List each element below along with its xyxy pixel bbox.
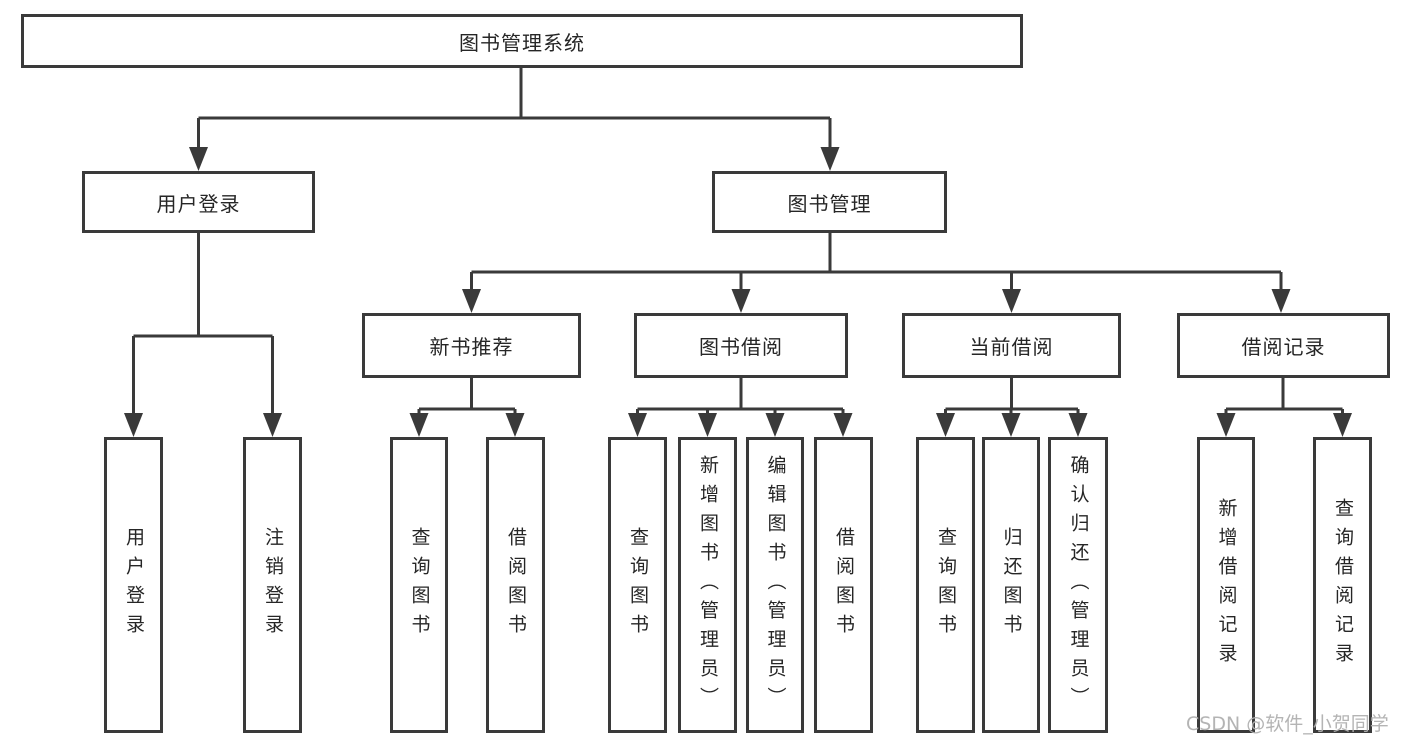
leaf-query-books-borrowing: 查询图书 [608, 437, 667, 733]
arrowhead [833, 413, 853, 437]
leaf-add-borrow-record: 新增借阅记录 [1197, 437, 1255, 733]
node-user-login: 用户登录 [82, 171, 315, 233]
arrowhead [409, 413, 429, 437]
node-current-borrowing: 当前借阅 [902, 313, 1121, 378]
leaf-add-borrow-record-label: 新增借阅记录 [1215, 498, 1238, 672]
leaf-confirm-return-admin: 确认归还（管理员） [1048, 437, 1108, 733]
leaf-edit-books-admin-label: 编辑图书（管理员） [764, 454, 787, 716]
node-new-book-recommend: 新书推荐 [362, 313, 581, 378]
arrowhead [1333, 413, 1352, 437]
arrowhead [124, 413, 143, 437]
leaf-logout: 注销登录 [243, 437, 302, 733]
node-borrowing-records-label: 借阅记录 [1241, 335, 1326, 359]
arrowhead [698, 413, 717, 437]
node-current-borrowing-label: 当前借阅 [969, 335, 1054, 359]
arrowhead [1002, 289, 1021, 313]
leaf-user-login-label: 用户登录 [122, 527, 145, 643]
node-new-book-recommend-label: 新书推荐 [429, 335, 514, 359]
leaf-borrow-books-recommend-label: 借阅图书 [504, 527, 527, 643]
leaf-confirm-return-admin-label: 确认归还（管理员） [1067, 454, 1090, 716]
arrowhead [765, 413, 785, 437]
node-book-management-label: 图书管理 [787, 191, 872, 216]
leaf-borrow-books-label: 借阅图书 [832, 527, 855, 643]
node-root-label: 图书管理系统 [459, 30, 585, 55]
node-book-borrowing-label: 图书借阅 [699, 335, 783, 359]
leaf-edit-books-admin: 编辑图书（管理员） [746, 437, 804, 733]
node-book-borrowing: 图书借阅 [634, 313, 848, 378]
arrowhead [189, 147, 208, 171]
leaf-query-borrow-record: 查询借阅记录 [1313, 437, 1372, 733]
leaf-query-books-recommend: 查询图书 [390, 437, 448, 733]
arrowhead [1216, 413, 1236, 437]
leaf-query-books-borrowing-label: 查询图书 [626, 527, 649, 643]
arrowhead [1001, 413, 1021, 437]
leaf-query-borrow-record-label: 查询借阅记录 [1331, 498, 1354, 672]
arrowhead [1068, 413, 1088, 437]
leaf-borrow-books: 借阅图书 [814, 437, 873, 733]
leaf-return-books-label: 归还图书 [1000, 527, 1023, 643]
arrowhead [1271, 289, 1291, 313]
leaf-query-books-recommend-label: 查询图书 [408, 527, 431, 643]
leaf-add-books-admin: 新增图书（管理员） [678, 437, 737, 733]
leaf-query-books-current-label: 查询图书 [934, 527, 957, 643]
arrowhead [462, 289, 481, 313]
leaf-user-login: 用户登录 [104, 437, 163, 733]
arrowhead [936, 413, 955, 437]
leaf-return-books: 归还图书 [982, 437, 1040, 733]
arrowhead [731, 289, 751, 313]
csdn-watermark: CSDN @软件_小贺同学 [1186, 713, 1389, 735]
arrowhead [263, 413, 282, 437]
node-root: 图书管理系统 [21, 14, 1023, 68]
arrowhead [505, 413, 525, 437]
leaf-query-books-current: 查询图书 [916, 437, 975, 733]
leaf-logout-label: 注销登录 [261, 527, 284, 643]
node-user-login-label: 用户登录 [156, 191, 241, 216]
node-book-management: 图书管理 [712, 171, 947, 233]
node-borrowing-records: 借阅记录 [1177, 313, 1390, 378]
leaf-borrow-books-recommend: 借阅图书 [486, 437, 545, 733]
arrowhead [820, 147, 840, 171]
arrowhead [628, 413, 647, 437]
leaf-add-books-admin-label: 新增图书（管理员） [696, 454, 719, 716]
